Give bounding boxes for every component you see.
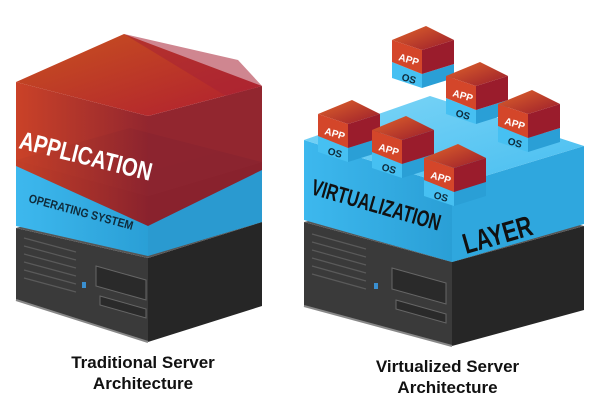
virtualized-caption: Virtualized Server Architecture — [335, 356, 560, 398]
traditional-caption-line1: Traditional Server — [71, 353, 215, 372]
traditional-caption: Traditional Server Architecture — [28, 352, 258, 394]
virtualized-caption-line2: Architecture — [397, 378, 498, 397]
vm-os-label: OS — [326, 146, 343, 161]
vm-os-label: OS — [454, 108, 471, 123]
virtual-power-led — [374, 283, 378, 289]
vm-os-label: OS — [380, 162, 397, 177]
traditional-application-layer: APPLICATION — [16, 34, 262, 226]
power-led — [82, 282, 86, 288]
vm-os-label: OS — [432, 190, 449, 205]
virtualized-server-stack: VIRTUALIZATION LAYER APPOSAPPOSAPPOSAPPO… — [303, 26, 584, 347]
traditional-server-stack: OPERATING SYSTEM APPLICATION — [15, 34, 262, 343]
vm-os-label: OS — [400, 72, 417, 87]
virtualized-caption-line1: Virtualized Server — [375, 357, 520, 376]
traditional-caption-line2: Architecture — [92, 374, 194, 393]
vm-os-label: OS — [506, 136, 523, 151]
